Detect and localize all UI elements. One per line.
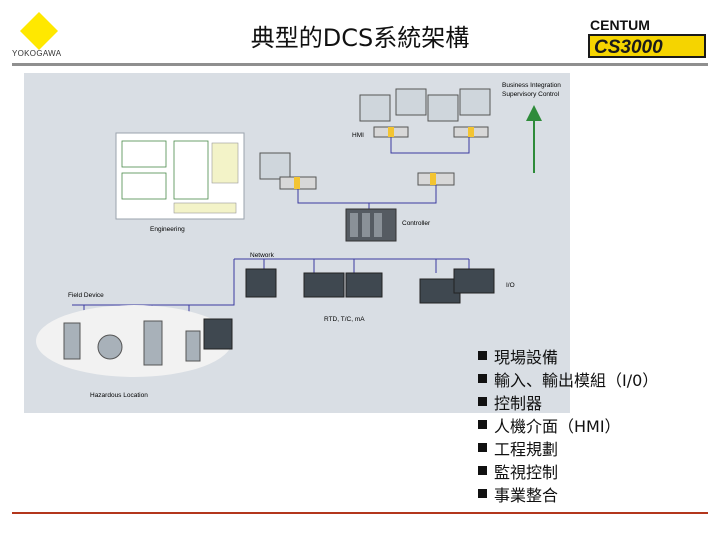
yokogawa-logo-icon — [20, 12, 58, 50]
list-item: 工程規劃 — [478, 436, 714, 459]
hazardous-location-label: Hazardous Location — [90, 392, 148, 399]
field-devices — [36, 305, 233, 377]
hmi-label: HMI — [352, 132, 364, 139]
header-divider — [12, 63, 708, 66]
controller-label: Controller — [402, 220, 431, 227]
hmi-stations — [259, 152, 455, 190]
engineering-screen — [115, 132, 245, 220]
rtd-label: RTD, T/C, mA — [324, 316, 365, 323]
company-logo-text: YOKOGAWA — [12, 49, 62, 58]
bullet-square-icon — [478, 489, 487, 498]
controller-unit — [345, 208, 397, 242]
supervisory-control-label: Supervisory Control — [502, 91, 560, 98]
dcs-architecture-diagram: Business Integration Supervisory Control… — [24, 73, 570, 413]
bullet-square-icon — [478, 443, 487, 452]
centum-cs3000-logo: CENTUM CS3000 — [586, 16, 708, 60]
brand-bottom-text: CS3000 — [594, 37, 663, 58]
bullet-square-icon — [478, 374, 487, 383]
list-item: 現場設備 — [478, 344, 714, 367]
bullet-square-icon — [478, 397, 487, 406]
list-item: 事業整合 — [478, 482, 714, 505]
business-integration-label: Business Integration — [502, 82, 561, 89]
field-device-label: Field Device — [68, 292, 104, 299]
component-list: 現場設備 輸入、輸出模組（I/0） 控制器 人機介面（HMI） 工程規劃 監視控… — [478, 344, 714, 505]
list-item: 人機介面（HMI） — [478, 413, 714, 436]
bullet-square-icon — [478, 351, 487, 360]
list-item: 控制器 — [478, 390, 714, 413]
network-label: Network — [250, 252, 275, 259]
engineering-label: Engineering — [150, 226, 185, 233]
footer-divider — [12, 512, 708, 514]
page-title: 典型的DCS系統架構 — [250, 24, 470, 52]
io-label: I/O — [506, 282, 515, 289]
list-item: 輸入、輸出模組（I/0） — [478, 367, 714, 390]
list-item: 監視控制 — [478, 459, 714, 482]
bullet-square-icon — [478, 420, 487, 429]
diagram-canvas: Business Integration Supervisory Control… — [36, 82, 561, 399]
supervisory-workstations — [359, 88, 491, 138]
brand-top-text: CENTUM — [590, 17, 650, 33]
bullet-square-icon — [478, 466, 487, 475]
io-racks — [245, 268, 495, 304]
